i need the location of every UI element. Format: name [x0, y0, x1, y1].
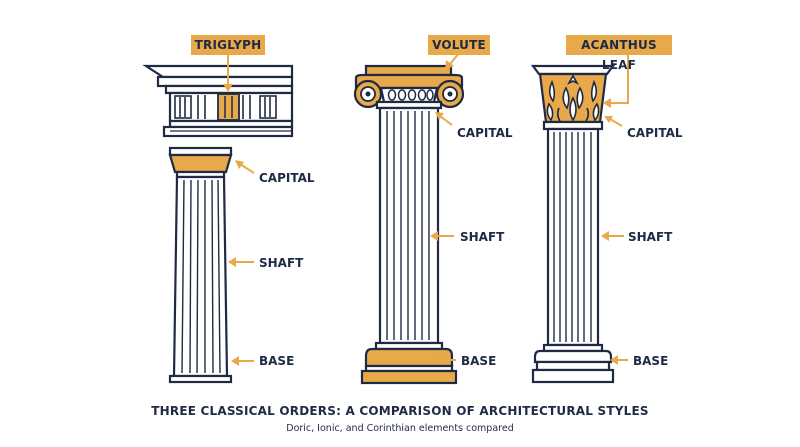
doric-capital-label: CAPITAL — [259, 171, 315, 185]
ionic-capital-label: CAPITAL — [457, 126, 513, 140]
ionic-base-label: BASE — [461, 354, 497, 368]
triglyph-highlight — [217, 93, 240, 121]
doric-shaft-label: SHAFT — [259, 256, 304, 270]
diagram-subtitle: Doric, Ionic, and Corinthian elements co… — [286, 423, 514, 434]
callout-arrows — [223, 51, 629, 366]
ionic-volute-band — [354, 73, 464, 90]
corinthian-column — [530, 64, 616, 384]
ionic-plinth — [360, 369, 458, 385]
doric-triglyphs — [174, 95, 277, 119]
doric-entablature — [142, 64, 294, 138]
ionic-shaft-label: SHAFT — [460, 230, 505, 244]
corinthian-plinth — [531, 368, 615, 384]
doric-echinus — [168, 153, 233, 174]
ionic-column — [353, 64, 465, 385]
triglyph-callout: TRIGLYPH — [191, 35, 265, 55]
acanthus-leaves — [546, 74, 600, 122]
corinthian-capital-label: CAPITAL — [627, 126, 683, 140]
ionic-abacus — [364, 64, 453, 77]
corinthian-shaft-label: SHAFT — [628, 230, 673, 244]
doric-base-label: BASE — [259, 354, 295, 368]
corinthian-base-label: BASE — [633, 354, 669, 368]
doric-column — [142, 64, 294, 384]
diagram-title: THREE CLASSICAL ORDERS: A COMPARISON OF … — [151, 404, 649, 418]
acanthus-leaf-callout: ACANTHUS LEAF — [566, 35, 672, 72]
volute-callout: VOLUTE — [428, 35, 490, 55]
